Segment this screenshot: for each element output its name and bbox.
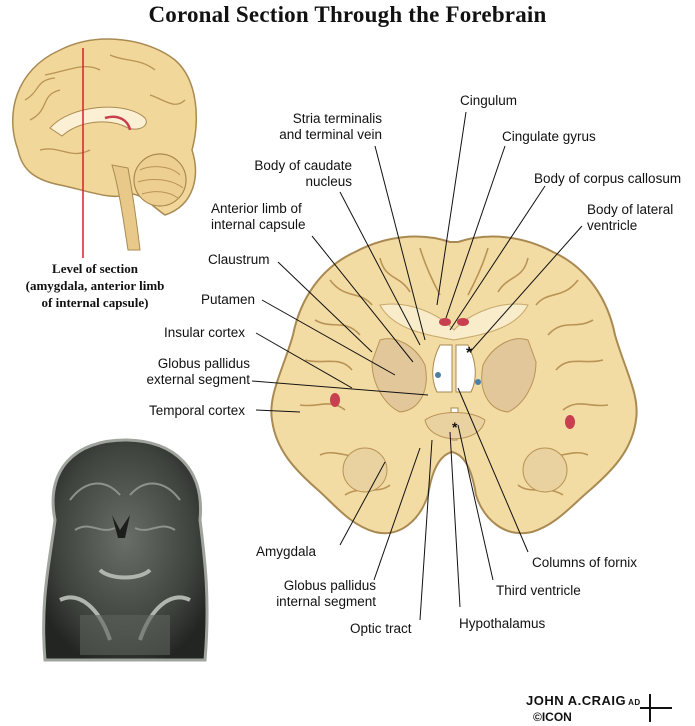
- signature-mark: [640, 694, 672, 722]
- label-anterior-limb: Anterior limb of internal capsule: [211, 201, 306, 232]
- svg-text:*: *: [466, 345, 473, 362]
- label-stria-terminalis: Stria terminalis and terminal vein: [279, 111, 382, 142]
- label-body-corpus-callosum: Body of corpus callosum: [534, 171, 682, 186]
- label-claustrum: Claustrum: [208, 252, 270, 267]
- label-optic-tract: Optic tract: [350, 621, 412, 636]
- section-caption: Level of section (amygdala, anterior lim…: [6, 260, 184, 311]
- publisher-mark: ©ICON: [533, 710, 572, 724]
- label-insular-cortex: Insular cortex: [164, 325, 246, 340]
- label-putamen: Putamen: [201, 292, 256, 307]
- label-body-caudate: Body of caudate nucleus: [254, 158, 352, 189]
- mri-image: [42, 438, 209, 662]
- label-cingulum: Cingulum: [460, 93, 518, 108]
- caption-line-2: (amygdala, anterior limb: [25, 278, 165, 293]
- label-amygdala: Amygdala: [256, 544, 317, 559]
- label-columns-of-fornix: Columns of fornix: [532, 555, 638, 570]
- label-globus-pallidus-internal: Globus pallidus internal segment: [276, 578, 376, 609]
- label-globus-pallidus-external: Globus pallidus external segment: [146, 356, 250, 387]
- caption-line-3: of internal capsule): [41, 295, 149, 310]
- label-third-ventricle: Third ventricle: [496, 583, 581, 598]
- svg-text:*: *: [452, 419, 458, 435]
- label-hypothalamus: Hypothalamus: [459, 616, 546, 631]
- label-body-lateral-ventricle: Body of lateral ventricle: [587, 202, 674, 233]
- label-cingulate-gyrus: Cingulate gyrus: [502, 129, 596, 144]
- caption-line-1: Level of section: [52, 261, 138, 276]
- figure-title: Coronal Section Through the Forebrain: [148, 2, 547, 27]
- coronal-section: * *: [270, 235, 638, 535]
- leader-lines: [251, 111, 583, 621]
- sagittal-brain-thumbnail: [12, 38, 197, 258]
- label-temporal-cortex: Temporal cortex: [149, 403, 246, 418]
